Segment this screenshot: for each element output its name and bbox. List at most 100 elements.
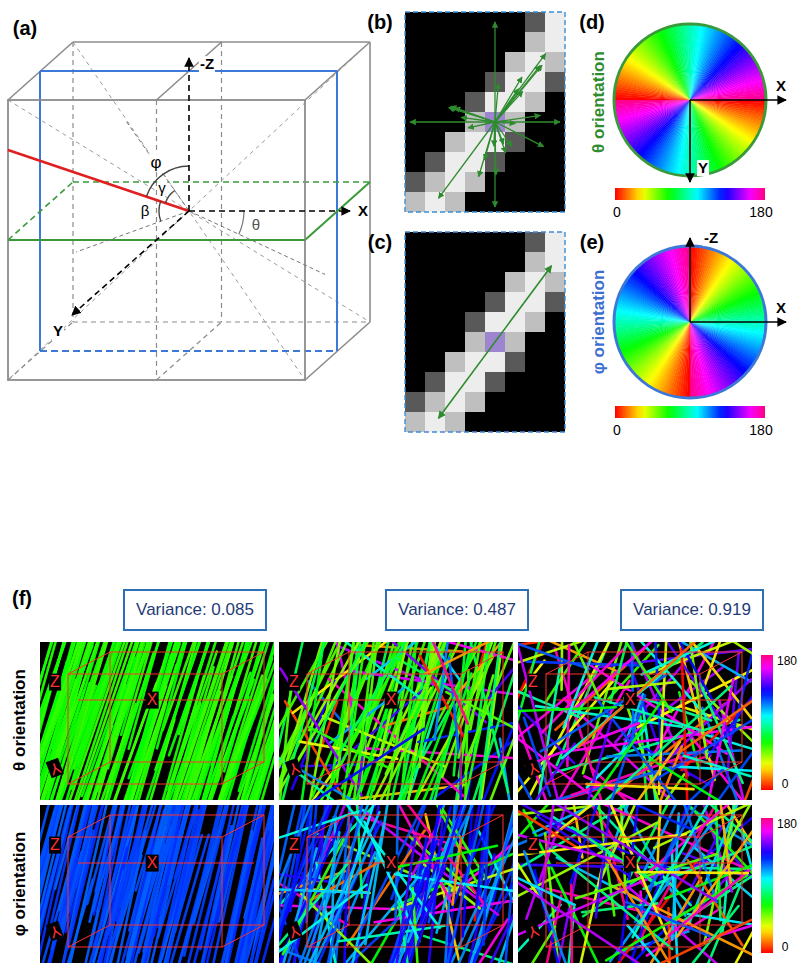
row-label: φ orientation: [11, 831, 29, 938]
angle-label: β: [140, 203, 151, 219]
drawn-path: [614, 322, 690, 330]
drawn-g: [68, 815, 264, 947]
drawn-line: [636, 742, 680, 800]
colorbar-tick: 0: [781, 778, 790, 791]
drawn-line: [684, 756, 751, 776]
drawn-line: [596, 805, 614, 917]
drawn-rect: [465, 372, 485, 392]
axis-label: X: [624, 855, 637, 872]
axis-label: Y: [285, 758, 303, 778]
drawn-path: [685, 24, 690, 100]
drawn-line: [40, 805, 80, 918]
drawn-rect: [425, 392, 445, 412]
drawn-line: [518, 805, 602, 891]
axis-label: X: [146, 692, 159, 709]
drawn-rect: [545, 52, 565, 72]
drawn-line: [72, 211, 189, 315]
drawn-line: [700, 925, 742, 947]
drawn-rect: [505, 52, 525, 72]
drawn-rect: [545, 32, 565, 52]
drawn-rect: [405, 232, 565, 432]
drawn-line: [700, 652, 742, 674]
orientation-wheel: [614, 24, 786, 182]
axis-label: Y: [524, 921, 542, 941]
drawn-line: [700, 762, 742, 784]
drawn-path: [690, 322, 695, 398]
drawn-line: [41, 831, 94, 963]
drawn-line: [579, 805, 695, 831]
drawn-line: [222, 762, 264, 784]
drawn-line: [279, 820, 315, 963]
drawn-line: [76, 211, 189, 252]
drawn-line: [289, 812, 380, 963]
drawn-line: [476, 805, 491, 907]
drawn-line: [495, 66, 540, 122]
drawn-rect: [588, 652, 742, 762]
drawn-line: [677, 805, 752, 936]
drawn-line: [665, 906, 739, 963]
drawn-rect: [588, 815, 742, 925]
drawn-line: [40, 805, 80, 963]
drawn-line: [195, 642, 264, 797]
drawn-line: [449, 108, 495, 122]
drawn-rect: [546, 837, 700, 947]
drawn-line: [222, 925, 264, 947]
drawn-rect: [68, 674, 222, 784]
drawn-rect: [307, 837, 461, 947]
drawn-line: [461, 815, 503, 837]
drawn-g: [307, 815, 503, 947]
drawn-line: [68, 652, 110, 674]
colorbar-tick: 180: [776, 655, 798, 668]
drawn-line: [551, 805, 715, 900]
drawn-line: [554, 642, 599, 698]
drawn-line: [138, 642, 205, 769]
drawn-line: [689, 100, 691, 182]
drawn-line: [77, 873, 124, 963]
drawn-line: [221, 42, 222, 322]
drawn-path: [690, 311, 766, 322]
drawn-line: [40, 646, 92, 800]
drawn-line: [73, 181, 370, 183]
drawn-line: [495, 121, 560, 122]
drawn-line: [450, 106, 495, 122]
axis-label: Z: [49, 837, 61, 854]
drawn-line: [433, 642, 468, 724]
axis-label: Y: [524, 758, 542, 778]
wheel-title: θ orientation: [590, 50, 608, 154]
drawn-line: [518, 642, 563, 800]
drawn-rect: [405, 12, 565, 212]
drawn-line: [279, 704, 311, 800]
drawn-line: [706, 912, 752, 940]
drawn-line: [567, 645, 569, 765]
drawn-line: [468, 122, 495, 128]
drawn-rect: [545, 252, 565, 272]
drawn-line: [578, 642, 697, 747]
drawn-path: [690, 89, 766, 100]
drawn-rect: [545, 12, 565, 32]
drawn-path: [677, 25, 690, 100]
drawn-g: [546, 815, 742, 947]
drawn-line: [461, 925, 503, 947]
drawn-line: [40, 642, 93, 800]
drawn-path: [615, 100, 690, 113]
drawn-line: [626, 902, 709, 936]
axis-label: X: [146, 855, 159, 872]
drawn-line: [8, 100, 370, 322]
drawn-rect: [425, 372, 445, 392]
axis-label: Y: [52, 323, 64, 339]
drawn-rect: [465, 152, 485, 172]
drawn-rect: [8, 100, 305, 380]
drawn-rect: [425, 172, 445, 192]
wheel-title: φ orientation: [590, 269, 608, 376]
drawn-line: [408, 805, 485, 942]
coordinate-cube: [8, 42, 370, 380]
drawn-line: [410, 121, 495, 122]
drawn-line: [571, 885, 572, 963]
drawn-rect: [465, 392, 485, 412]
drawn-rect: [525, 312, 545, 332]
panel-letter: (e): [579, 232, 605, 253]
drawn-line: [307, 815, 349, 837]
drawn-rect: [425, 412, 445, 432]
